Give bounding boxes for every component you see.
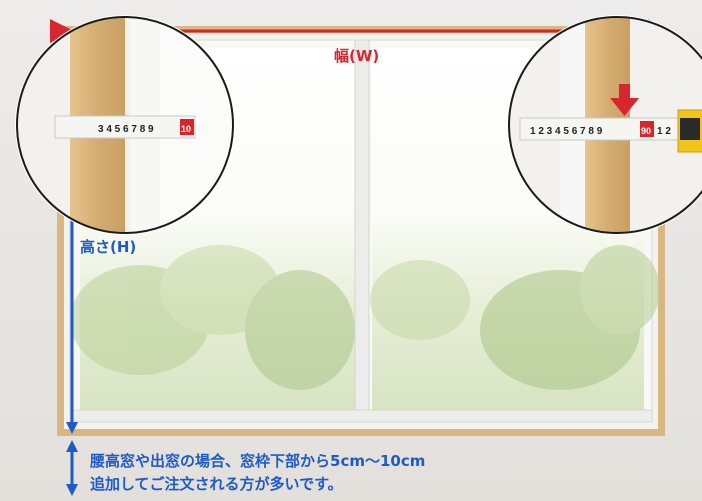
right-zoom-circle: 1 2 3 4 5 6 7 8 9 90 1 2 [507, 15, 702, 235]
height-label: 高さ(H) [80, 238, 137, 256]
tape-left-digits: 3 4 5 6 7 8 9 [98, 124, 154, 135]
center-mullion [354, 39, 370, 421]
tape-right-digits-b: 1 2 [657, 126, 671, 137]
tape-right-highlight: 90 [641, 126, 651, 136]
tape-left-highlight: 10 [181, 124, 191, 134]
tape-right-digits-a: 1 2 3 4 5 6 7 8 9 [530, 126, 603, 137]
pointer-arrow-icon [610, 98, 639, 116]
pointer-arrow-shaft [619, 84, 630, 100]
sill-note: 腰高窓や出窓の場合、窓枠下部から5cm〜10cm 追加してご注文される方が多いで… [90, 450, 425, 496]
window-sill [69, 409, 653, 423]
left-zoom-circle: 3 4 5 6 7 8 9 10 [15, 15, 235, 235]
tape-measure-left [54, 115, 196, 139]
tree-foliage [70, 245, 660, 390]
width-label: 幅(W) [334, 47, 380, 65]
sill-note-line2: 追加してご注文される方が多いです。 [90, 475, 343, 493]
sill-note-line1: 腰高窓や出窓の場合、窓枠下部から5cm〜10cm [90, 452, 426, 470]
